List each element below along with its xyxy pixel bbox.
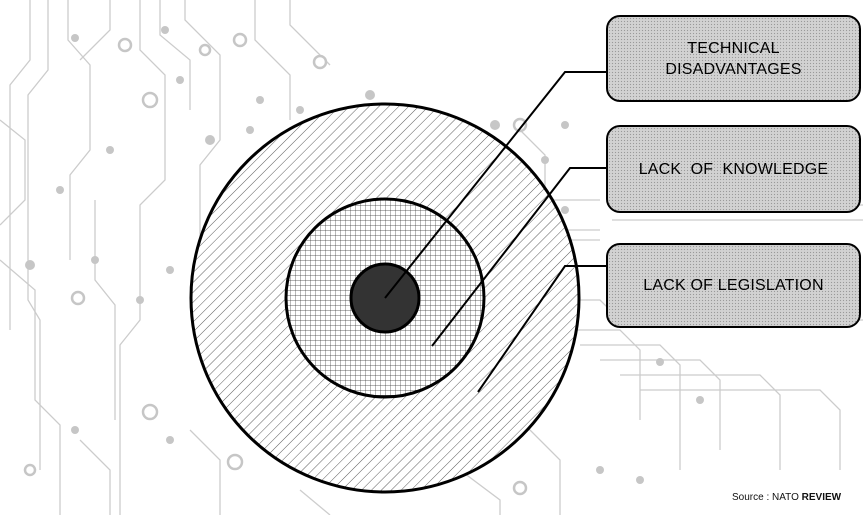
- source-emphasis: REVIEW: [801, 492, 842, 503]
- leader-line-technical: [384, 71, 606, 299]
- callout-lack-of-knowledge: LACK OF KNOWLEDGE: [606, 125, 861, 213]
- leader-line-legislation: [477, 265, 606, 393]
- callout-technical-disadvantages: TECHNICAL DISADVANTAGES: [606, 15, 861, 102]
- callout-technical-line1: TECHNICAL: [687, 39, 780, 57]
- callout-legislation-label: LACK OF LEGISLATION: [643, 277, 824, 294]
- callout-lack-of-legislation: LACK OF LEGISLATION: [606, 243, 861, 328]
- callout-knowledge-label: LACK OF KNOWLEDGE: [638, 160, 829, 178]
- source-credit: Source : NATO REVIEW: [732, 492, 841, 503]
- callout-technical-line2: DISADVANTAGES: [665, 60, 802, 78]
- source-prefix: Source : NATO: [732, 492, 802, 503]
- leader-line-knowledge: [431, 167, 606, 347]
